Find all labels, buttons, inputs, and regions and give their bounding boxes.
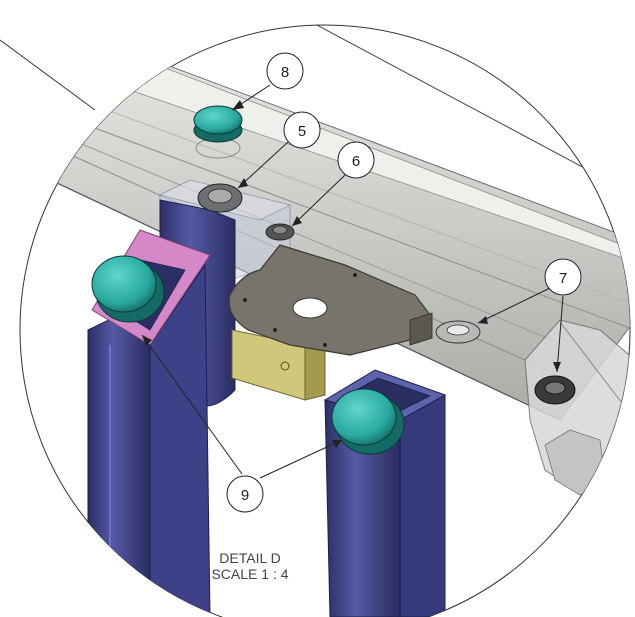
part-6-bushing	[265, 223, 295, 241]
balloon-leaders	[141, 84, 564, 479]
part-7-washer-center	[435, 320, 481, 344]
part-9-end-cap-right	[331, 388, 405, 455]
leader-arrowheads	[142, 100, 561, 448]
part-5-bushing	[197, 183, 243, 213]
detail-scale: SCALE 1 : 4	[211, 566, 289, 582]
detail-title: DETAIL D	[219, 550, 281, 566]
part-8-end-cap	[193, 105, 243, 143]
balloon-7[interactable]: 7	[544, 258, 582, 296]
balloon-7-label: 7	[559, 270, 567, 287]
balloon-9[interactable]: 9	[226, 475, 264, 513]
detail-caption: DETAIL D SCALE 1 : 4	[0, 550, 500, 582]
part-9-end-cap-left	[91, 255, 165, 323]
balloon-8[interactable]: 8	[266, 52, 304, 90]
balloon-8-label: 8	[281, 64, 289, 81]
part-7-nut-right	[534, 375, 576, 405]
yellow-mounting-plate	[231, 329, 326, 401]
detail-leader-line	[0, 39, 96, 111]
balloon-9-label: 9	[241, 487, 249, 504]
steel-bracket	[228, 244, 433, 356]
balloon-6[interactable]: 6	[337, 141, 375, 179]
balloon-6-label: 6	[352, 153, 360, 170]
balloon-5-label: 5	[298, 123, 306, 140]
balloon-5[interactable]: 5	[283, 111, 321, 149]
frame-line	[269, 25, 630, 196]
